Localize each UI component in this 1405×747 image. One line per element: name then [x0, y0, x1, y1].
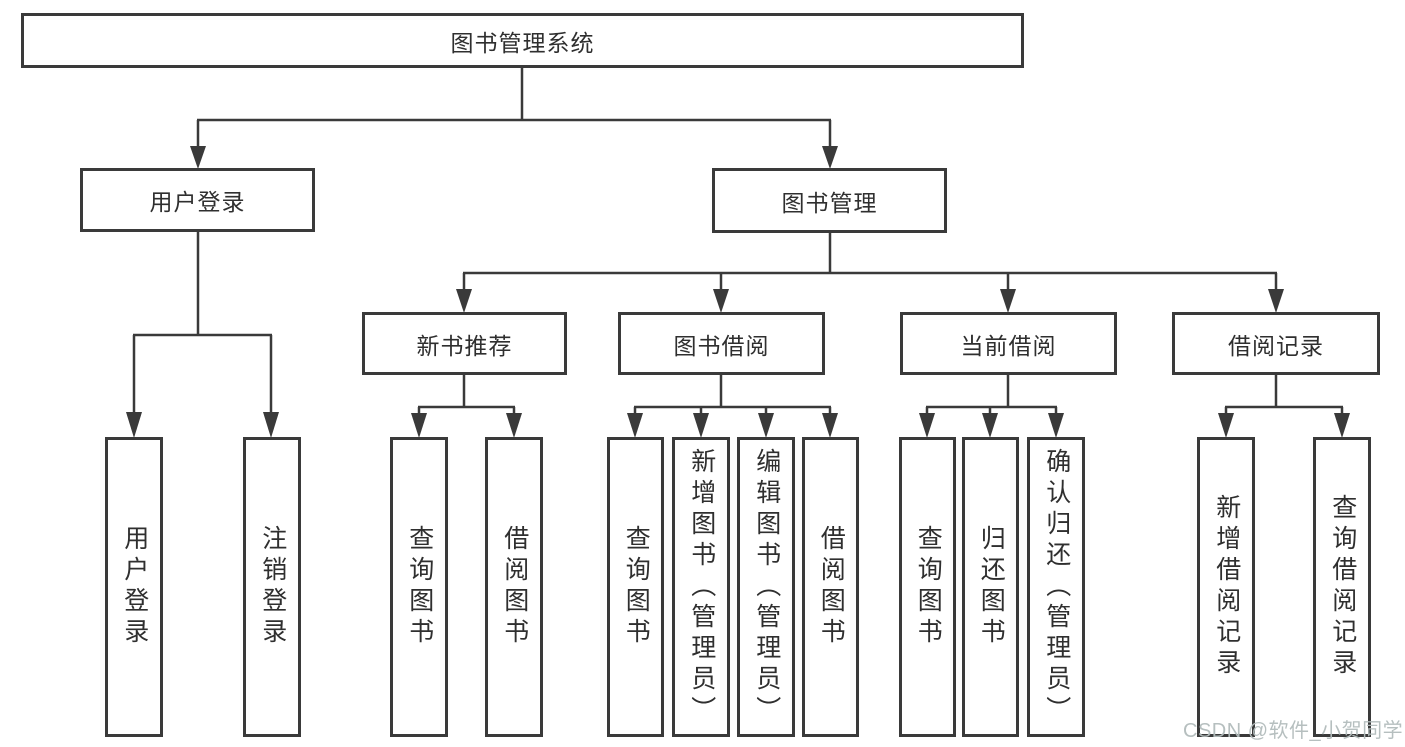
node-return-book: 归还图书 — [962, 437, 1019, 737]
arrow-down-icon — [627, 413, 643, 438]
node-add-book-admin: 新增图书（管理员） — [672, 437, 730, 737]
arrow-down-icon — [263, 412, 279, 438]
node-query-borrow-record: 查询借阅记录 — [1313, 437, 1371, 737]
arrow-down-icon — [822, 146, 838, 169]
arrow-down-icon — [758, 413, 774, 438]
arrow-down-icon — [1048, 413, 1064, 438]
node-new-book-recommend: 新书推荐 — [362, 312, 567, 375]
node-user-login-group: 用户登录 — [80, 168, 315, 232]
node-user-login: 用户登录 — [105, 437, 163, 737]
node-current-borrowing: 当前借阅 — [900, 312, 1117, 375]
arrow-down-icon — [1218, 413, 1234, 438]
arrow-down-icon — [1000, 289, 1016, 313]
arrow-down-icon — [1334, 413, 1350, 438]
arrow-down-icon — [1268, 289, 1284, 313]
node-book-borrowing: 图书借阅 — [618, 312, 825, 375]
arrow-down-icon — [411, 413, 427, 438]
arrow-down-icon — [822, 413, 838, 438]
arrow-down-icon — [190, 146, 206, 169]
arrow-down-icon — [506, 413, 522, 438]
node-borrow-book: 借阅图书 — [485, 437, 543, 737]
node-book-management: 图书管理 — [712, 168, 947, 233]
arrow-down-icon — [713, 289, 729, 313]
node-borrow-book: 借阅图书 — [802, 437, 859, 737]
node-query-books: 查询图书 — [899, 437, 956, 737]
node-confirm-return-admin: 确认归还（管理员） — [1027, 437, 1085, 737]
arrow-down-icon — [456, 289, 472, 313]
node-edit-book-admin: 编辑图书（管理员） — [737, 437, 795, 737]
arrow-down-icon — [126, 412, 142, 438]
arrow-down-icon — [982, 413, 998, 438]
arrow-down-icon — [693, 413, 709, 438]
node-borrowing-records: 借阅记录 — [1172, 312, 1380, 375]
node-query-books: 查询图书 — [390, 437, 448, 737]
arrowheads — [126, 146, 1350, 438]
node-logout-login: 注销登录 — [243, 437, 301, 737]
csdn-watermark: CSDN @软件_小贺同学 — [1183, 720, 1404, 742]
node-query-books: 查询图书 — [607, 437, 664, 737]
node-add-borrow-record: 新增借阅记录 — [1197, 437, 1255, 737]
node-library-system: 图书管理系统 — [21, 13, 1024, 68]
arrow-down-icon — [919, 413, 935, 438]
